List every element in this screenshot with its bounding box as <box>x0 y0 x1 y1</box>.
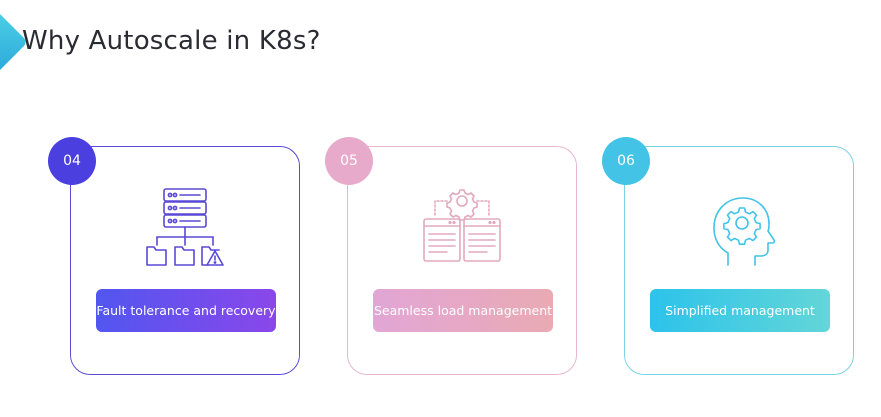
card-seamless-load: 05 Seamless load management <box>325 137 577 375</box>
card-label: Seamless load management <box>373 289 553 332</box>
card-label: Fault tolerance and recovery <box>96 289 276 332</box>
card-number-badge: 04 <box>48 137 96 185</box>
card-number-badge: 06 <box>602 137 650 185</box>
card-fault-tolerance: 04 Fault tolerance and recovery <box>48 137 300 375</box>
gear-windows-icon <box>421 187 503 273</box>
card-number-badge: 05 <box>325 137 373 185</box>
server-hierarchy-icon <box>144 187 226 273</box>
card-label: Simplified management <box>650 289 830 332</box>
card-simplified-management: 06 Simplified management <box>602 137 854 375</box>
page-title: Why Autoscale in K8s? <box>22 26 321 56</box>
head-gear-icon <box>698 187 780 273</box>
